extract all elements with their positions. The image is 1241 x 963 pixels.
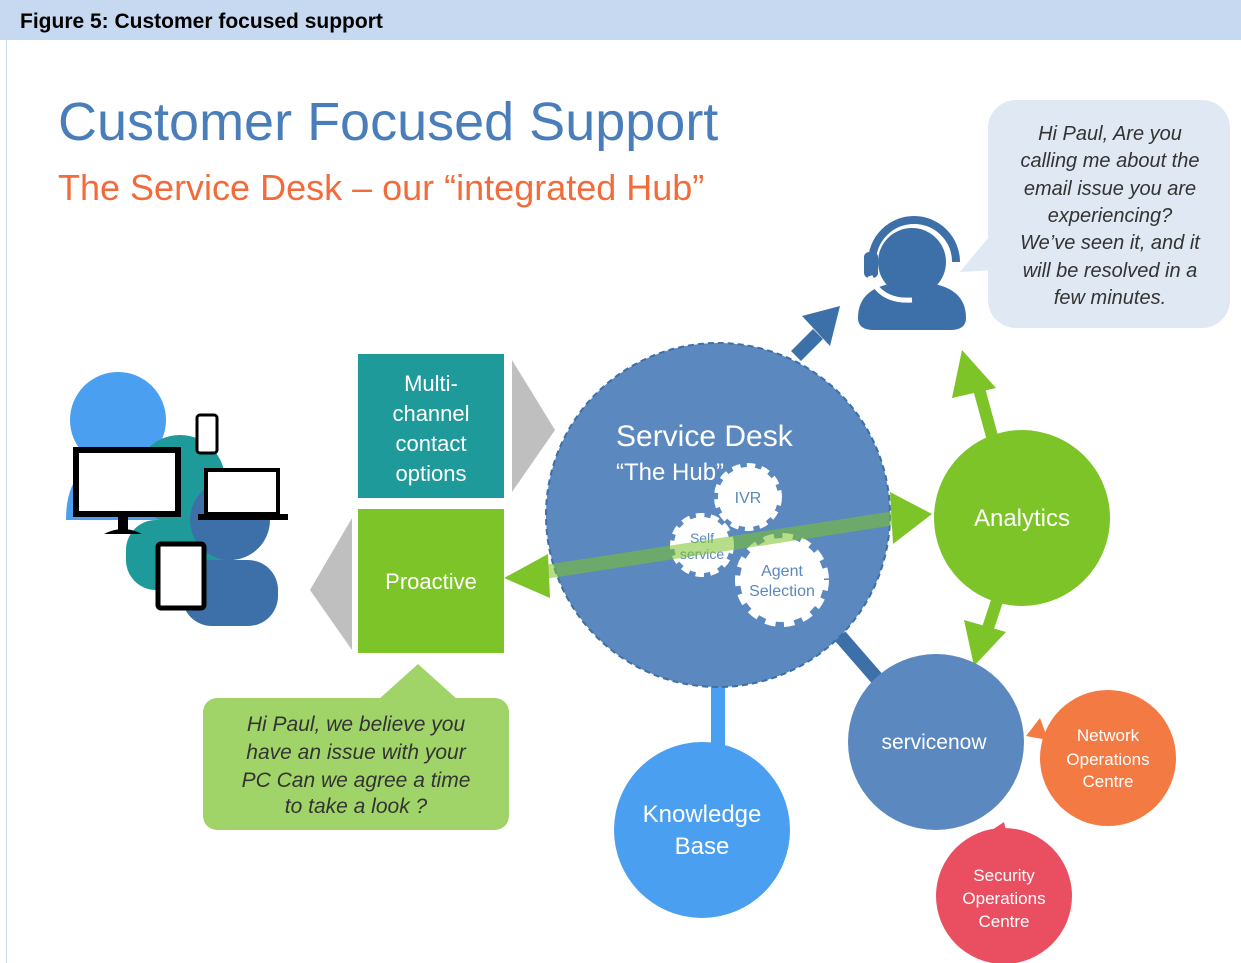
- agent-selection-label: Selection: [749, 583, 815, 600]
- agent-selection-label: Agent: [761, 563, 803, 580]
- agent-bubble-line: experiencing?: [1048, 205, 1173, 227]
- left-border: [6, 40, 7, 963]
- soc-line: Security: [973, 866, 1035, 885]
- arrow-to-proactive-icon: [504, 554, 550, 598]
- multichannel-box: [358, 354, 504, 498]
- soc-line: Operations: [962, 889, 1045, 908]
- agent-selection-gear-icon: [735, 533, 829, 627]
- proactive-box: [358, 509, 504, 653]
- servicenow-circle: [848, 654, 1024, 830]
- arrow-to-servicenow-icon: [964, 620, 1006, 666]
- agent-speech-bubble: [960, 100, 1230, 328]
- knowledge-base-line: Base: [675, 833, 730, 860]
- proactive-bubble-line: PC Can we agree a time: [242, 769, 471, 792]
- multichannel-line: options: [396, 461, 467, 486]
- proactive-bubble-line: Hi Paul, we believe you: [247, 713, 466, 736]
- knowledge-base-circle: [614, 742, 790, 918]
- hub-subtitle: “The Hub”: [616, 459, 724, 486]
- multichannel-line: contact: [396, 431, 467, 456]
- agent-bubble-line: few minutes.: [1054, 287, 1166, 309]
- agent-bubble-line: We’ve seen it, and it: [1020, 232, 1201, 254]
- servicenow-logo: servicenow: [881, 731, 987, 754]
- hub-title: Service Desk: [616, 420, 794, 453]
- knowledge-base-line: Knowledge: [643, 801, 762, 828]
- soc-line: Centre: [978, 912, 1029, 931]
- proactive-speech-bubble: [203, 664, 509, 830]
- users-devices-icon: [66, 372, 288, 626]
- agent-bubble-line: Hi Paul, Are you: [1038, 123, 1182, 145]
- hub-analytics-link: [536, 511, 897, 580]
- agent-bubble-line: email issue you are: [1024, 178, 1196, 200]
- noc-pointer: [1026, 718, 1048, 740]
- ivr-gear-icon: [714, 463, 782, 531]
- noc-line: Operations: [1066, 750, 1149, 769]
- figure-caption: Figure 5: Customer focused support: [20, 10, 383, 33]
- noc-line: Centre: [1082, 772, 1133, 791]
- noc-line: Network: [1077, 726, 1140, 745]
- chevron-right-icon: [512, 360, 555, 492]
- arrow-to-agent-up-icon: [952, 350, 996, 398]
- ivr-label: IVR: [735, 490, 762, 507]
- slide-title: Customer Focused Support: [58, 92, 718, 152]
- agent-bubble-line: will be resolved in a: [1023, 260, 1198, 282]
- analytics-agent-link: [972, 383, 999, 442]
- analytics-label: Analytics: [974, 505, 1070, 532]
- multichannel-line: Multi-: [404, 371, 458, 396]
- figure-caption-bar: [0, 0, 1241, 40]
- arrow-to-agent-icon: [802, 306, 840, 346]
- arrow-to-analytics-icon: [890, 492, 932, 544]
- multichannel-line: channel: [392, 401, 469, 426]
- chevron-left-icon: [310, 518, 352, 650]
- agent-bubble-line: calling me about the: [1020, 150, 1199, 172]
- proactive-bubble-line: to take a look ?: [285, 795, 428, 818]
- soc-circle: [936, 828, 1072, 963]
- analytics-circle: [934, 430, 1110, 606]
- proactive-bubble-line: have an issue with your: [246, 741, 466, 764]
- knowledge-connector: [711, 680, 725, 746]
- agent-headset-icon: [858, 216, 966, 330]
- service-desk-hub: [545, 342, 891, 688]
- noc-circle: [1040, 690, 1176, 826]
- analytics-servicenow-link: [982, 596, 1004, 630]
- slide-subtitle: The Service Desk – our “integrated Hub”: [58, 167, 704, 208]
- hub-agent-link: [791, 329, 823, 361]
- proactive-label: Proactive: [385, 569, 477, 594]
- servicenow-connector: [834, 631, 886, 687]
